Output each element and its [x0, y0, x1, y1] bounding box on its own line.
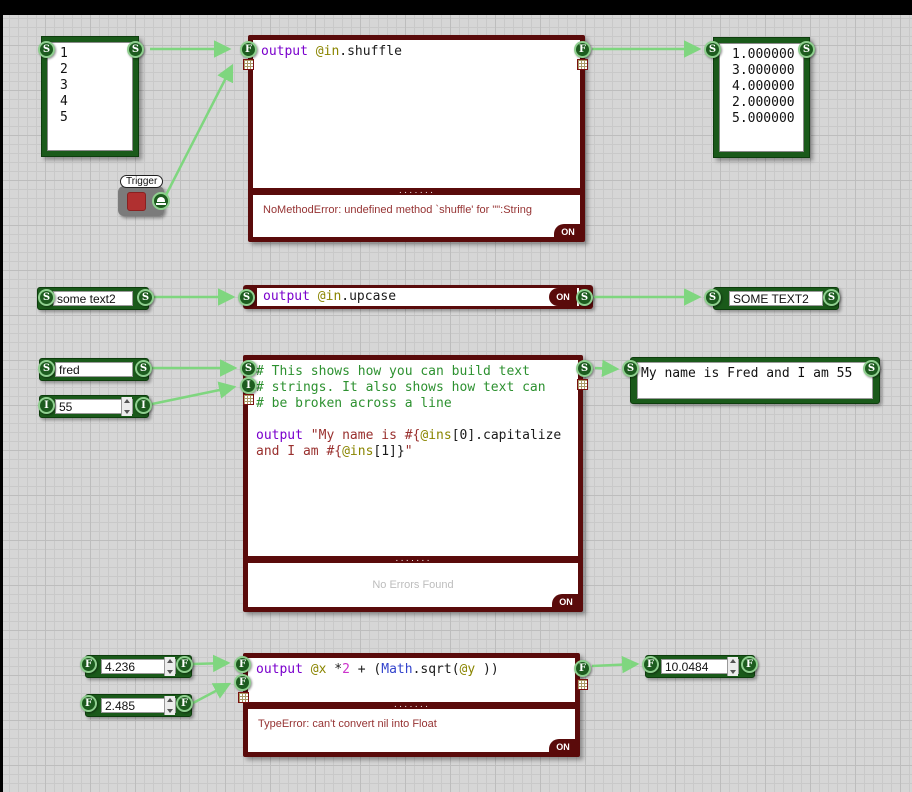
grid-icon[interactable]: [577, 379, 588, 390]
shuffle-error-pane: NoMethodError: undefined method `shuffle…: [253, 195, 580, 237]
port-fire-icon[interactable]: F: [574, 41, 591, 58]
window-top-bar: [0, 0, 912, 15]
port-string-icon[interactable]: S: [704, 41, 721, 58]
port-float-icon[interactable]: F: [642, 656, 659, 673]
wire-y-to-math: [192, 682, 232, 705]
grid-icon[interactable]: [243, 394, 254, 405]
shuffle-on-toggle[interactable]: ON: [554, 224, 582, 239]
port-string-icon[interactable]: S: [135, 360, 152, 377]
math-node: output @x *2 + (Math.sqrt(@y )) ....... …: [243, 653, 580, 757]
upcase-code-editor[interactable]: output @in.upcase: [257, 288, 579, 306]
math-code-editor[interactable]: output @x *2 + (Math.sqrt(@y )): [248, 658, 575, 702]
result-stepper[interactable]: [727, 657, 738, 676]
wire-math-to-out: [591, 655, 640, 674]
result-output-field: 10.0484: [661, 659, 739, 674]
text-output-box: SOME TEXT2: [713, 287, 839, 310]
age-input-field[interactable]: 55: [55, 399, 133, 414]
name-error-pane: No Errors Found: [248, 563, 578, 607]
wire-age-to-name: [151, 381, 237, 406]
port-string-icon[interactable]: S: [137, 289, 154, 306]
pane-resize-handle[interactable]: .......: [393, 701, 430, 709]
grid-icon[interactable]: [238, 692, 249, 703]
math-on-toggle[interactable]: ON: [549, 739, 577, 754]
x-input-box: 4.236: [85, 655, 192, 678]
grid-icon[interactable]: [243, 59, 254, 70]
port-integer-icon[interactable]: I: [240, 377, 257, 394]
math-error-pane: TypeError: can't convert nil into Float: [248, 709, 575, 752]
port-float-icon[interactable]: F: [80, 695, 97, 712]
pane-resize-handle[interactable]: .......: [398, 187, 435, 195]
name-input-box: fred: [39, 358, 149, 381]
pane-resize-handle[interactable]: .......: [394, 555, 432, 563]
x-input-field[interactable]: 4.236: [101, 659, 176, 674]
window-left-edge: [0, 0, 3, 792]
wire-name-to-out: [594, 359, 620, 378]
port-string-icon[interactable]: S: [240, 360, 257, 377]
port-float-icon[interactable]: F: [574, 660, 591, 677]
port-float-icon[interactable]: F: [234, 656, 251, 673]
math-error-text: TypeError: can't convert nil into Float: [258, 718, 437, 730]
wire-x-to-math: [192, 654, 231, 673]
upcase-node: output @in.upcase ON: [243, 285, 593, 309]
port-string-icon[interactable]: S: [38, 360, 55, 377]
text-output-field: SOME TEXT2: [729, 291, 823, 306]
port-integer-icon[interactable]: I: [38, 397, 55, 414]
age-stepper[interactable]: [121, 397, 132, 416]
port-string-icon[interactable]: S: [127, 41, 144, 58]
port-string-icon[interactable]: S: [576, 289, 593, 306]
y-input-field[interactable]: 2.485: [101, 698, 176, 713]
name-on-toggle[interactable]: ON: [552, 594, 580, 609]
port-float-icon[interactable]: F: [741, 656, 758, 673]
grid-icon[interactable]: [577, 59, 588, 70]
grid-icon[interactable]: [577, 679, 588, 690]
y-input-box: 2.485: [85, 694, 192, 717]
port-string-icon[interactable]: S: [704, 289, 721, 306]
port-fire-icon[interactable]: F: [240, 41, 257, 58]
port-float-icon[interactable]: F: [234, 674, 251, 691]
sentence-output-box: My name is Fred and I am 55: [630, 357, 880, 404]
shuffle-node: output @in.shuffle ....... NoMethodError…: [248, 35, 585, 242]
name-code-editor[interactable]: # This shows how you can build text# str…: [248, 360, 578, 556]
port-string-icon[interactable]: S: [38, 41, 55, 58]
port-string-icon[interactable]: S: [38, 289, 55, 306]
name-error-text: No Errors Found: [372, 579, 454, 591]
shuffle-error-text: NoMethodError: undefined method `shuffle…: [263, 204, 532, 216]
port-string-icon[interactable]: S: [863, 360, 880, 377]
port-integer-icon[interactable]: I: [135, 397, 152, 414]
name-input-field[interactable]: fred: [55, 362, 133, 377]
trigger-port-icon[interactable]: [152, 192, 170, 210]
port-string-icon[interactable]: S: [798, 41, 815, 58]
text-input-field[interactable]: some text2: [53, 291, 133, 306]
port-string-icon[interactable]: S: [238, 289, 255, 306]
shuffle-code-editor[interactable]: output @in.shuffle: [253, 40, 580, 188]
port-float-icon[interactable]: F: [176, 695, 193, 712]
port-float-icon[interactable]: F: [176, 656, 193, 673]
port-float-icon[interactable]: F: [80, 656, 97, 673]
trigger-button[interactable]: [127, 192, 146, 211]
sentence-output-field: My name is Fred and I am 55: [637, 362, 873, 399]
y-stepper[interactable]: [164, 696, 175, 715]
trigger-label: Trigger: [120, 175, 164, 188]
name-builder-node: # This shows how you can build text# str…: [243, 355, 583, 612]
age-input-box: 55: [39, 395, 149, 418]
x-stepper[interactable]: [164, 657, 175, 676]
upcase-on-toggle[interactable]: ON: [549, 288, 577, 306]
port-string-icon[interactable]: S: [622, 360, 639, 377]
wire-trigger-to-shuffle: [164, 63, 234, 196]
result-output-box: 10.0484: [645, 655, 755, 678]
port-string-icon[interactable]: S: [576, 360, 593, 377]
port-string-icon[interactable]: S: [823, 289, 840, 306]
